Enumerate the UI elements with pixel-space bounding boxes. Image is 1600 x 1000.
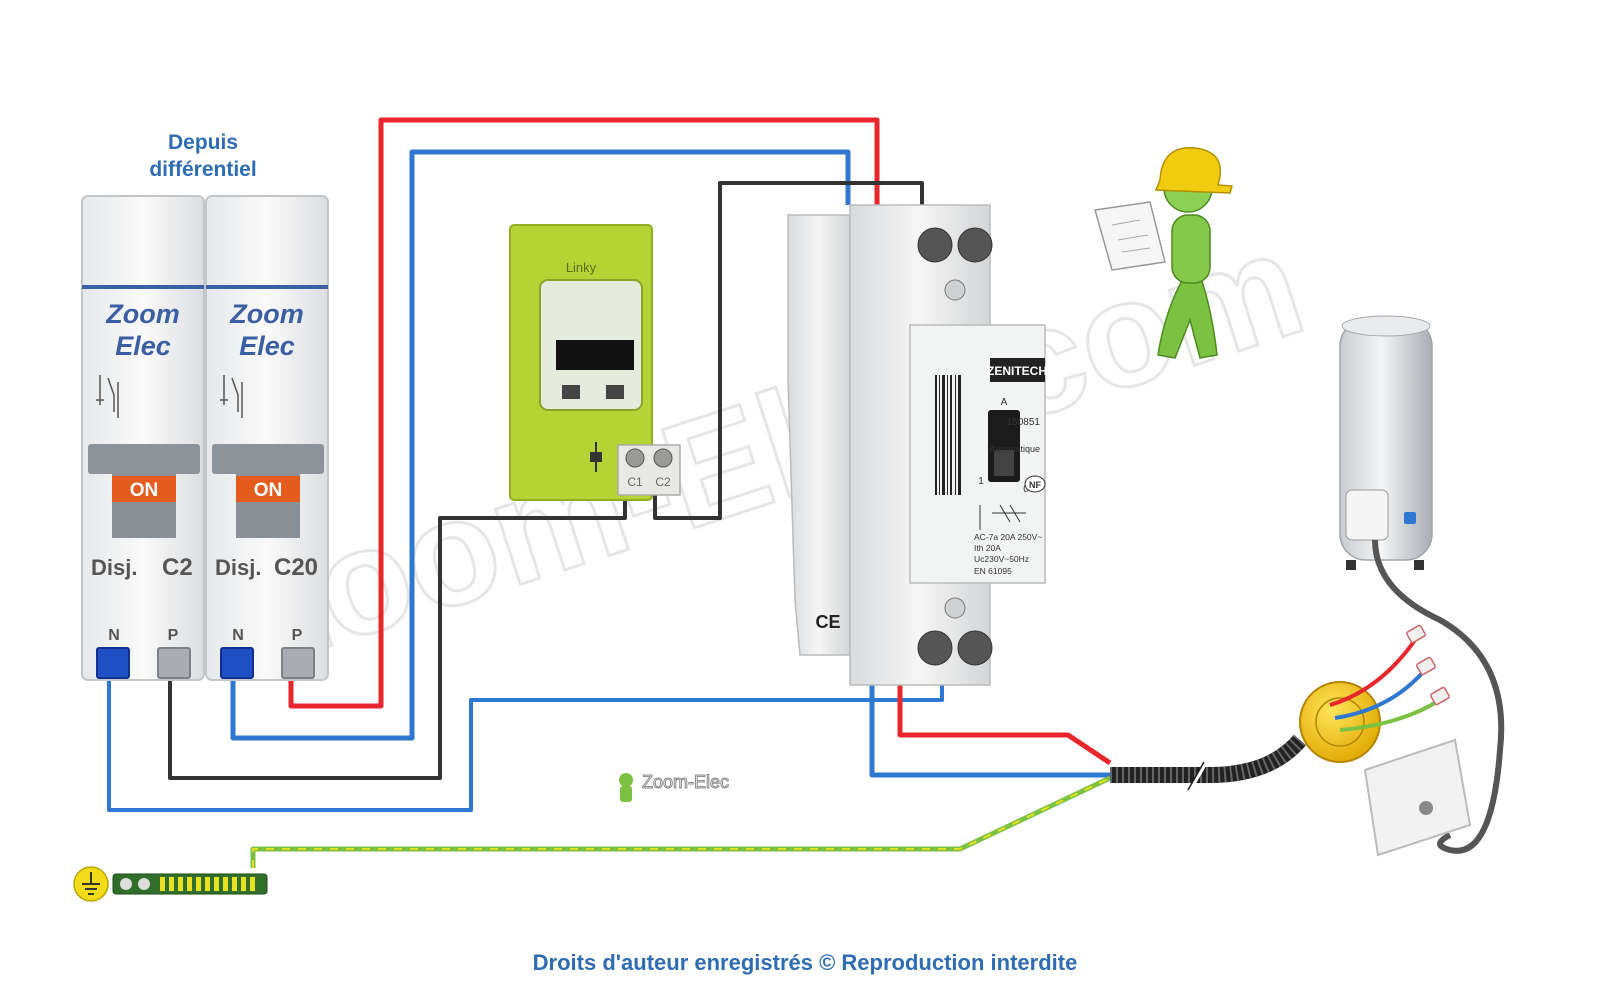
terminal-n[interactable] (96, 647, 130, 679)
terminal-top-2[interactable] (957, 227, 993, 263)
contactor-symbol-icon (979, 504, 1026, 530)
water-heater[interactable] (1339, 315, 1433, 570)
breaker-symbol-icon (96, 375, 119, 418)
contactor-model: 150851 (1007, 417, 1041, 428)
breaker-label: Disj. (215, 555, 261, 580)
breaker-brand-line2: Elec (115, 331, 171, 361)
earth-wire-stripe (252, 777, 1111, 868)
wires (107, 117, 1112, 868)
breaker-c20[interactable]: Zoom Elec ON Disj. C20 N P (205, 195, 329, 681)
contactor-rating-3: Uc230V~50Hz (974, 554, 1029, 564)
breaker-rating: C2 (162, 554, 193, 581)
wall-outlet-plate[interactable] (1363, 738, 1472, 857)
neutral-wire-output (869, 680, 1110, 778)
neutral-wire-coil (107, 668, 944, 812)
earth-symbol-glyph (82, 872, 100, 895)
logo-small: Zoom-Elec (619, 772, 730, 802)
copyright-footer: Droits d'auteur enregistrés © Reproducti… (533, 950, 1078, 975)
worker-figure-icon (1094, 147, 1233, 359)
terminal-label-n: N (108, 627, 120, 644)
heater-cable (1372, 539, 1505, 854)
contactor-standard: EN 61095 (974, 566, 1012, 576)
contactor-pos-1: 1 (978, 476, 984, 487)
terminal-label-p: P (168, 627, 179, 644)
earth-bar[interactable] (73, 866, 268, 902)
selector-knob (994, 450, 1014, 476)
conduit-ribs (1110, 734, 1307, 783)
meter-display (556, 340, 634, 370)
phase-wire-output (897, 680, 1112, 766)
breaker-state-text: ON (254, 480, 283, 501)
contactor-cert: NF (1029, 480, 1041, 490)
contactor[interactable]: ZENITECH A 1 0 150851 Automatique NF AC-… (787, 204, 1047, 686)
corrugated-conduit (1110, 734, 1307, 783)
contact-symbol-icon (590, 442, 602, 472)
terminal-label-p: P (292, 627, 303, 644)
barcode-icon (935, 375, 961, 495)
source-label-line1: Depuis (168, 131, 238, 154)
breaker-brand-line1: Zoom (105, 299, 180, 329)
thermostat-indicator (1404, 512, 1416, 524)
meter-contact-block[interactable]: C1 C2 (617, 444, 681, 496)
breaker-state-badge (236, 476, 300, 502)
breaker-rating: C20 (274, 554, 318, 581)
terminal-p[interactable] (157, 647, 191, 679)
control-wire-c1 (168, 470, 627, 780)
contactor-rating-1: AC-7a 20A 250V~ (974, 532, 1042, 542)
contactor-mode: Automatique (989, 444, 1040, 454)
contactor-pos-auto: A (1001, 397, 1008, 408)
neutral-wire-supply (230, 149, 851, 741)
cable-break-mark (1187, 761, 1205, 791)
contactor-rating-2: Ith 20A (974, 543, 1001, 553)
linky-meter[interactable]: Linky C1 C2 (509, 224, 681, 501)
ce-mark: CE (815, 612, 840, 632)
logo-small-text: Zoom-Elec (642, 772, 729, 792)
junction-box[interactable] (1299, 681, 1381, 763)
box-wires (1329, 638, 1442, 732)
logo-figure-icon (619, 773, 633, 787)
terminal-label-n: N (232, 627, 244, 644)
meter-brand: Linky (566, 260, 597, 275)
meter-button-left (562, 385, 580, 399)
terminal-bottom-2[interactable] (957, 630, 993, 666)
screw-icon (944, 597, 966, 619)
phase-wire-supply (288, 117, 880, 709)
meter-contact-2: C2 (655, 475, 671, 489)
meter-contact-1: C1 (627, 475, 643, 489)
control-wire-c2 (653, 181, 924, 520)
breaker-state-text: ON (130, 480, 159, 501)
terminal-n[interactable] (220, 647, 254, 679)
nf-mark-icon (1024, 475, 1046, 493)
breaker-c2[interactable]: Zoom Elec ON Disj. C2 N P (81, 195, 205, 681)
meter-button-right (606, 385, 624, 399)
source-label-line2: différentiel (149, 158, 256, 181)
terminal-top-1[interactable] (917, 227, 953, 263)
cable-break-icon (1188, 761, 1208, 791)
breaker-state-badge (112, 476, 176, 502)
contactor-pos-0: 0 (1023, 484, 1029, 495)
watermark-text: Zoom-Elec.com (207, 198, 1321, 703)
terminal-p[interactable] (281, 647, 315, 679)
breaker-handle[interactable] (212, 444, 324, 474)
terminal-bottom-1[interactable] (917, 630, 953, 666)
breaker-brand-line1: Zoom (229, 299, 304, 329)
wire-connectors-icon (1406, 624, 1450, 706)
screw-icon (944, 279, 966, 301)
breaker-handle[interactable] (88, 444, 200, 474)
contactor-brand: ZENITECH (987, 364, 1047, 378)
breaker-brand-line2: Elec (239, 331, 295, 361)
breaker-label: Disj. (91, 555, 137, 580)
breaker-symbol-icon (220, 375, 243, 418)
